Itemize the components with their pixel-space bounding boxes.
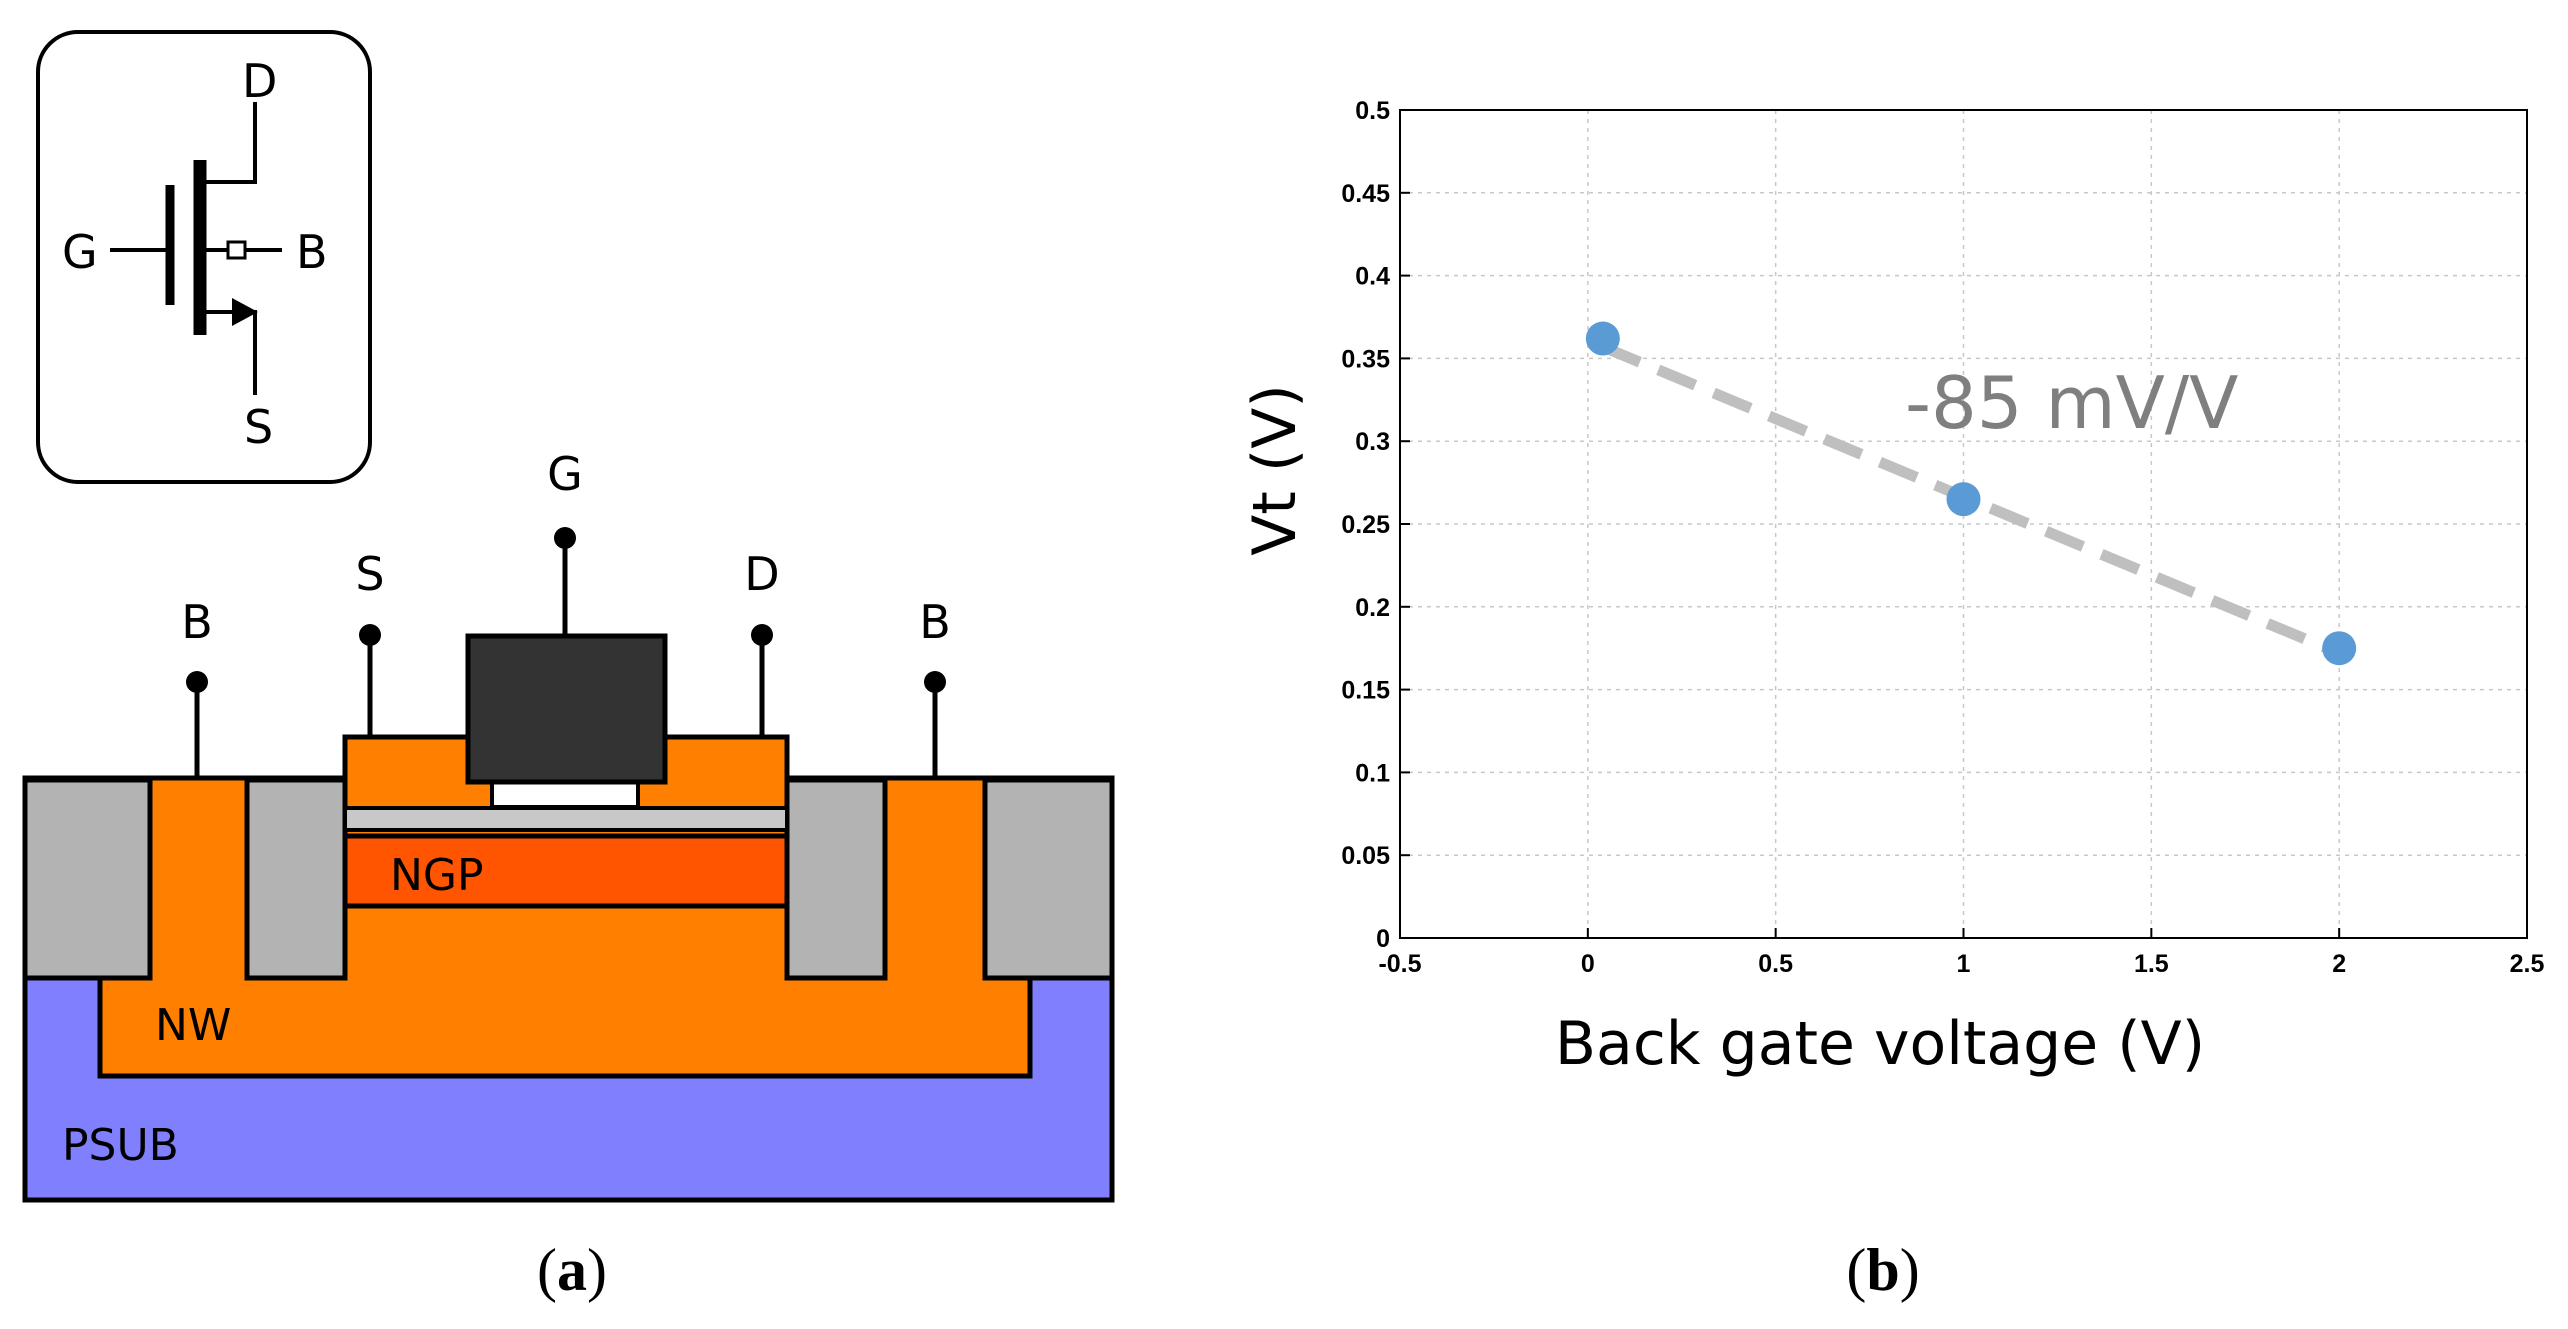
y-tick-label: 0 [1376,925,1390,953]
terminal-pins [194,538,938,778]
transistor-symbol: D G B S [36,30,372,484]
sti-left-inner [244,777,348,981]
x-tick-label: 2.5 [2510,950,2545,978]
nwell-label: NW [155,1000,231,1051]
y-axis-title: Vt (V) [1240,384,1310,556]
data-point [1585,321,1620,356]
terminal-dot-b-left [186,671,208,693]
x-tick-label: 1.5 [2134,950,2169,978]
symbol-label-b: B [296,225,328,279]
symbol-label-s: S [244,400,273,454]
x-tick-label: 0 [1581,950,1595,978]
x-tick-label: 2 [2332,950,2346,978]
y-tick-label: 0.45 [1341,180,1390,208]
data-point [1946,482,1981,517]
sti-right-inner [784,777,888,981]
y-tick-label: 0.1 [1355,759,1390,787]
slope-annotation: -85 mV/V [1905,361,2238,445]
x-tick-label: 0.5 [1758,950,1793,978]
device-cross-section: B S G D B NGP NW PSUB [22,447,1115,1203]
x-tick-label: 1 [1957,950,1971,978]
ngp-label: NGP [390,850,484,901]
y-tick-label: 0.05 [1341,842,1390,870]
terminal-dot-g [554,527,576,549]
psub-label: PSUB [62,1120,179,1171]
source-arrow-icon [232,298,258,326]
terminal-dot-b-right [924,671,946,693]
terminal-dot-s [359,624,381,646]
gate-oxide [490,780,640,809]
y-tick-label: 0.2 [1355,594,1390,622]
x-axis-title: Back gate voltage (V) [1555,1009,2205,1079]
x-tick-label: -0.5 [1378,950,1421,978]
y-tick-label: 0.4 [1355,263,1390,291]
y-tick-label: 0.5 [1355,97,1390,125]
terminal-dot-d [751,624,773,646]
symbol-label-d: D [242,54,277,108]
terminal-label-b-right: B [919,595,951,649]
y-tick-label: 0.35 [1341,345,1390,373]
terminal-label-b-left: B [181,595,213,649]
sti-right-outer [982,777,1115,981]
panel-a: D G B S [22,30,1115,1303]
terminal-label-d: D [744,547,779,601]
symbol-label-g: G [62,225,98,279]
data-point [2322,631,2357,666]
terminal-label-s: S [355,547,384,601]
y-tick-label: 0.15 [1341,677,1390,705]
plot-grid [1399,109,2528,939]
buried-oxide-layer [343,806,789,832]
ngp-region [342,833,790,909]
caption-b: (b) [1846,1237,1919,1303]
y-tick-label: 0.25 [1341,511,1390,539]
body-box [226,240,247,260]
sti-left-outer [22,777,153,981]
data-points [1585,321,2357,666]
drain-lead [206,102,257,184]
y-tick-label: 0.3 [1355,428,1390,456]
terminal-label-g: G [547,447,583,501]
gate-electrode [465,633,668,785]
caption-a: (a) [537,1237,607,1303]
